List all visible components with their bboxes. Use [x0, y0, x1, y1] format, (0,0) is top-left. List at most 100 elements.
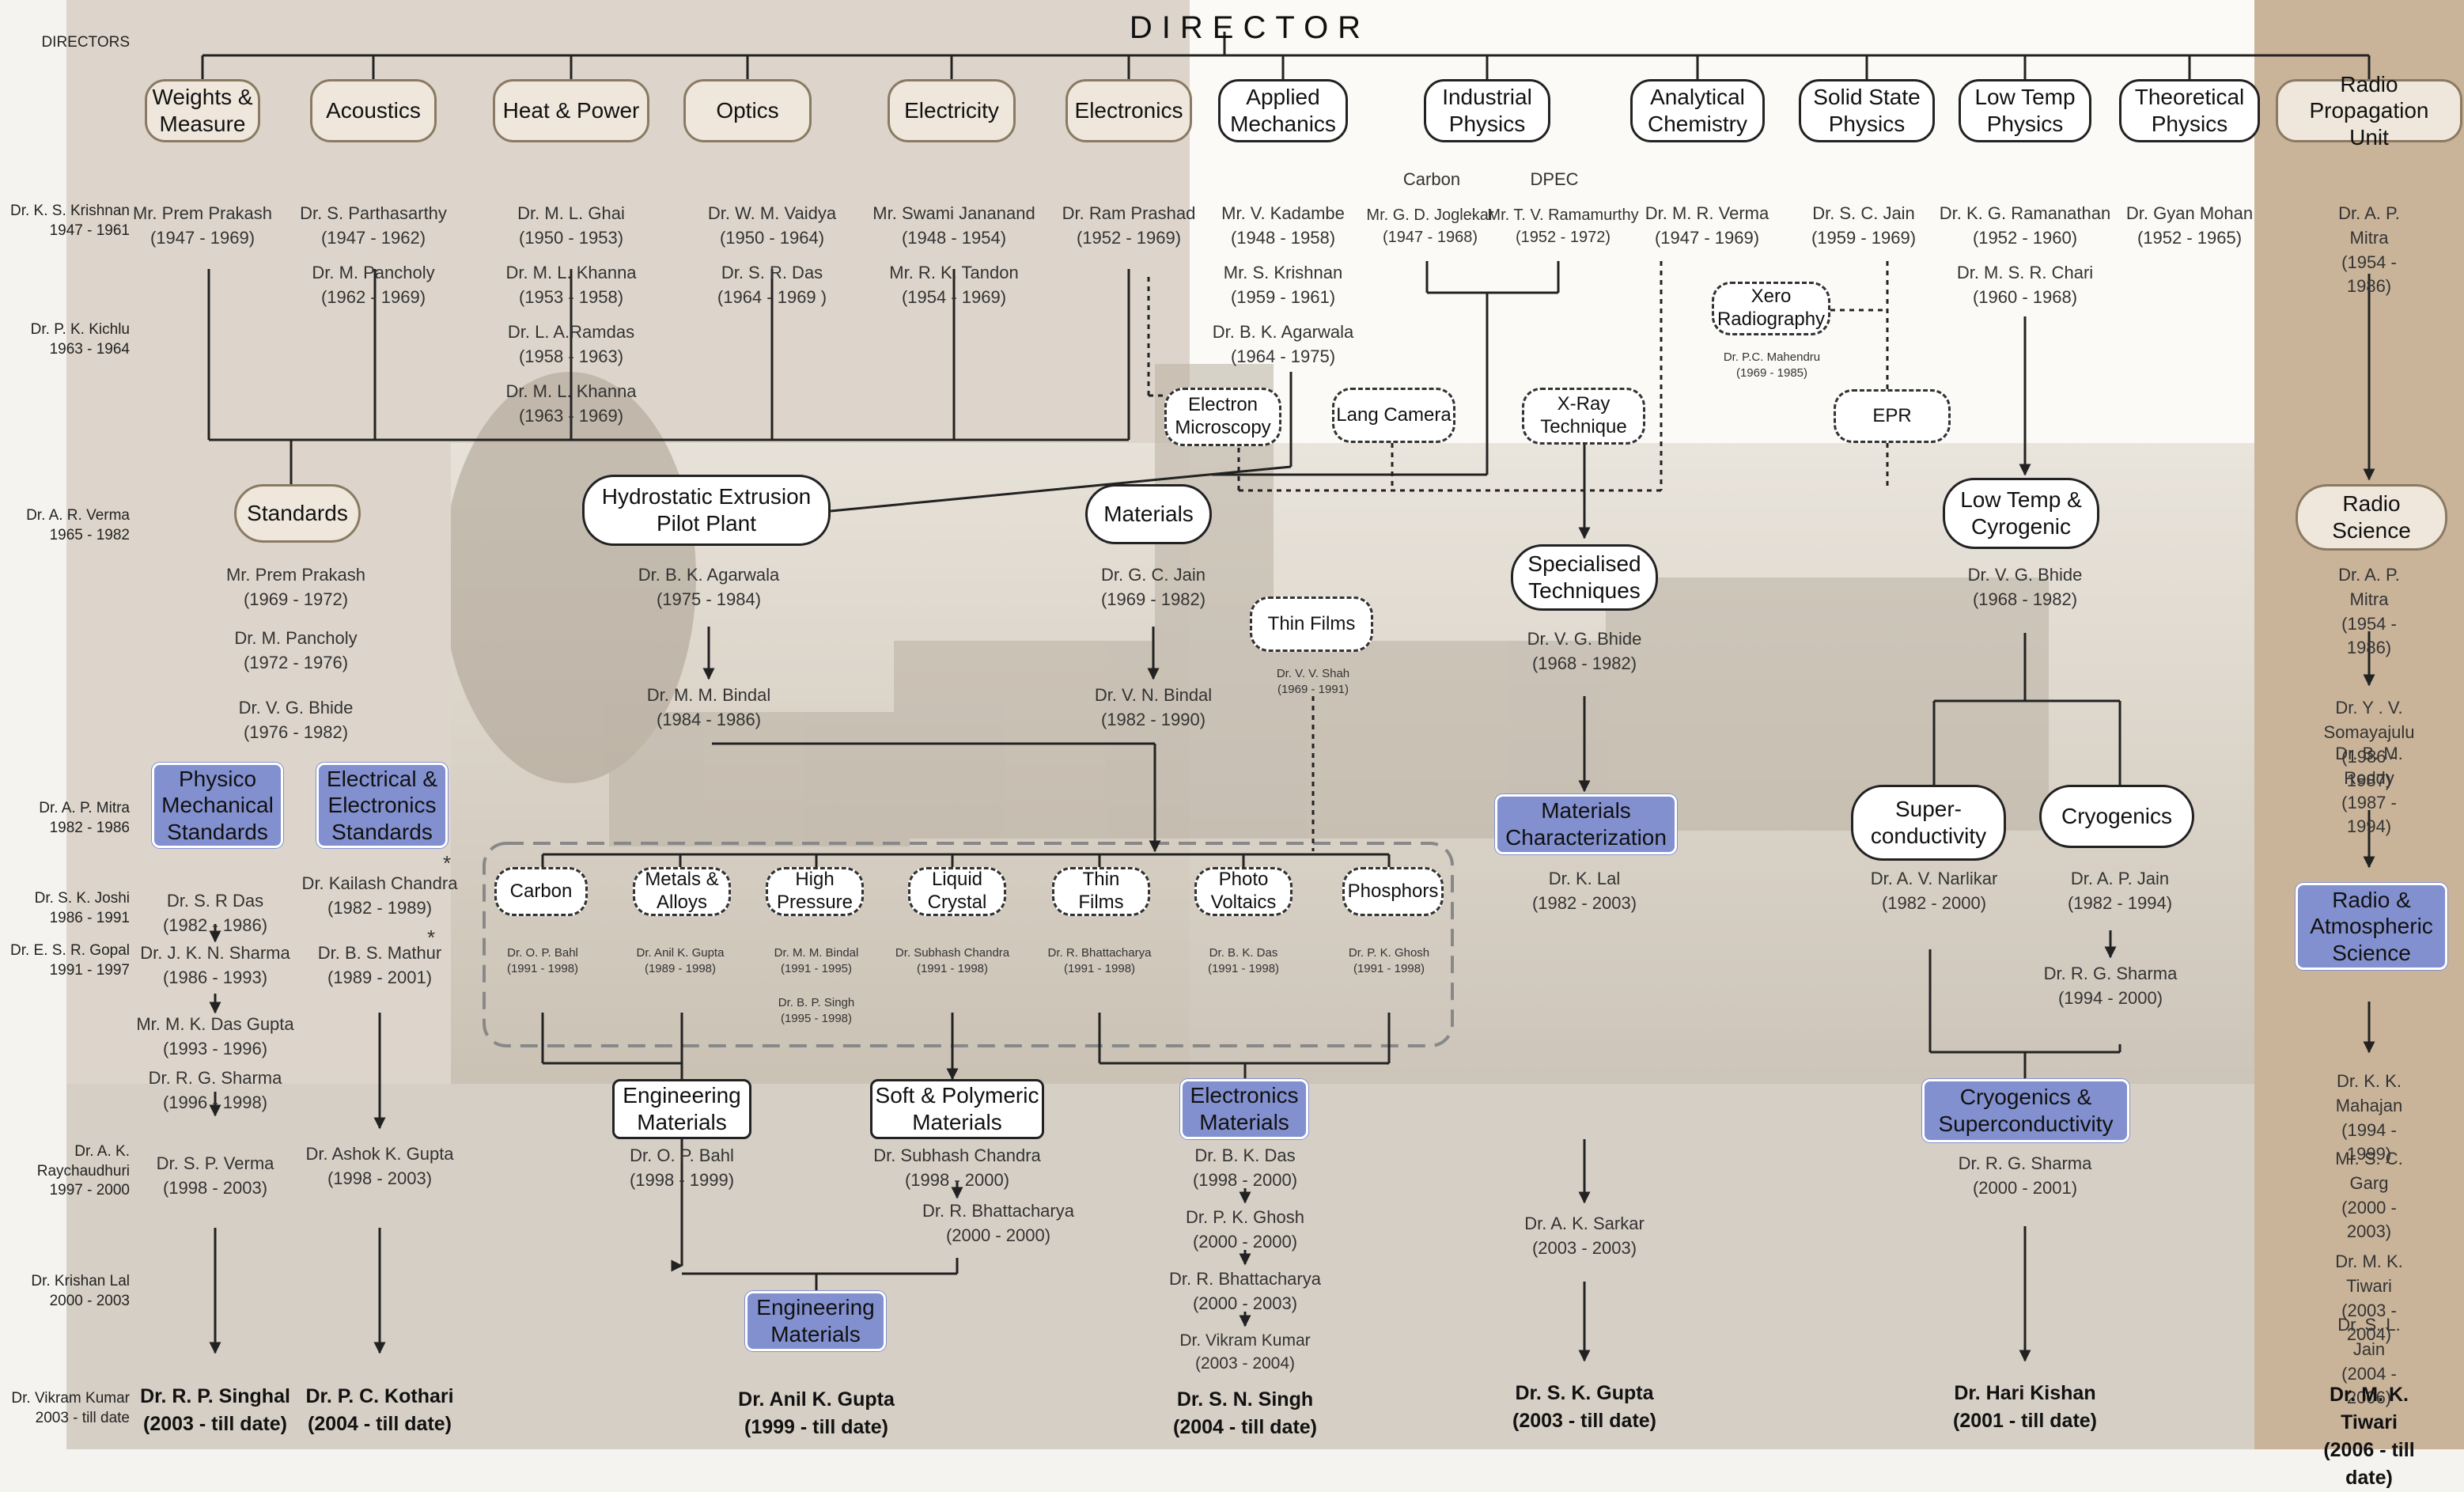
head-1982: Dr. B. S. Mathur (1989 - 2001) — [317, 943, 442, 987]
lower-band-background — [66, 1084, 2258, 1449]
right-band-background — [2254, 0, 2464, 1449]
head-1982: Mr. M. K. Das Gupta (1993 - 1996) — [136, 1014, 294, 1058]
head-1947: Dr. Ram Prashad (1952 - 1969) — [1062, 203, 1196, 248]
sub-group-box: Carbon — [494, 867, 588, 916]
group-box: Cryogenics & Superconductivity — [1922, 1079, 2129, 1142]
top-unit-box: Analytical Chemistry — [1630, 79, 1765, 142]
head-1947: Mr. G. D. Joglekar (1947 - 1968) — [1366, 206, 1494, 246]
head-1947: Dr. B. K. Agarwala (1964 - 1975) — [1212, 322, 1354, 366]
top-unit-box: Radio Propagation Unit — [2276, 72, 2462, 150]
head-1947: Mr. Swami Jananand (1948 - 1954) — [872, 203, 1035, 248]
top-unit-box: Acoustics — [310, 79, 437, 142]
sub-group-box: Phosphors — [1342, 867, 1444, 916]
head-1998: Dr. R. Bhattacharya (2000 - 2000) — [922, 1201, 1074, 1245]
current-head: Dr. Hari Kishan (2001 - till date) — [1953, 1382, 2097, 1432]
head-1982: Dr. J. K. N. Sharma (1986 - 1993) — [140, 943, 290, 987]
head-1947: Dr. S. Parthasarthy (1947 - 1962) — [300, 203, 447, 248]
head-1947: Mr. S. Krishnan (1959 - 1961) — [1223, 263, 1343, 307]
footnote-mark: * — [443, 851, 452, 875]
group-box: Specialised Techniques — [1511, 544, 1658, 611]
director-title: DIRECTOR — [1129, 10, 1371, 45]
head-1947: Dr. M. L. Khanna (1953 - 1958) — [505, 263, 637, 307]
head-1982-small: Dr. P. K. Ghosh (1991 - 1998) — [1348, 946, 1430, 976]
connector-lines — [201, 32, 2375, 1362]
head-1982: Mr. S. C. Garg (2000 - 2003) — [2335, 1149, 2403, 1242]
top-unit-box: Electronics — [1065, 79, 1192, 142]
connector-line — [830, 465, 1292, 513]
group-box: Radio & Atmospheric Science — [2296, 883, 2447, 970]
group-box: Xero Radiography — [1712, 282, 1830, 335]
head-1947-small: Dr. P.C. Mahendru (1969 - 1985) — [1723, 350, 1821, 381]
head-1965: Mr. Prem Prakash (1969 - 1972) — [225, 565, 366, 609]
head-1998: Dr. R. Bhattacharya (2000 - 2003) — [1169, 1269, 1321, 1313]
top-unit-box: Theoretical Physics — [2119, 79, 2260, 142]
head-1965: Dr. G. C. Jain (1969 - 1982) — [1100, 565, 1206, 609]
head-1982: Dr. K. K. Mahajan (1994 - 1999) — [2335, 1071, 2403, 1164]
director-entry: Dr. A. P. Mitra 1982 - 1986 — [39, 800, 130, 836]
head-1998: Dr. A. K. Sarkar (2003 - 2003) — [1524, 1214, 1645, 1258]
head-1965: Dr. B. M. Reddy (1987 - 1994) — [2335, 744, 2403, 837]
group-box: X-Ray Technique — [1522, 388, 1645, 445]
head-1947: Dr. K. G. Ramanathan (1952 - 1960) — [1939, 203, 2111, 248]
head-1982: Dr. S. L. Jain (2004 - 2006) — [2337, 1315, 2401, 1408]
head-1947: Dr. W. M. Vaidya (1950 - 1964) — [707, 203, 837, 248]
group-box: Physico Mechanical Standards — [152, 763, 283, 848]
group-box: Standards — [234, 484, 361, 543]
head-1998: Dr. Vikram Kumar (2003 - 2004) — [1179, 1331, 1311, 1373]
head-1947: Mr. V. Kadambe (1948 - 1958) — [1221, 203, 1345, 248]
head-1947: Dr. S. R. Das (1964 - 1969 ) — [717, 263, 827, 307]
head-1965: Dr. Y . V. Somayajulu (1986 - 1987) — [2323, 698, 2415, 791]
head-1982-small: Dr. B. P. Singh (1995 - 1998) — [778, 996, 855, 1026]
head-1982: Dr. R. G. Sharma (1996 - 1998) — [148, 1068, 282, 1112]
head-1965: Dr. V. V. Shah (1969 - 1991) — [1276, 667, 1350, 697]
head-1982: Dr. S. P. Verma (1998 - 2003) — [156, 1153, 274, 1198]
top-unit-box: Industrial Physics — [1424, 79, 1550, 142]
sub-group-box: Metals & Alloys — [633, 867, 731, 916]
industrial-sub-dpec: DPEC — [1530, 169, 1579, 189]
group-box: Thin Films — [1250, 596, 1373, 652]
current-head: Dr. Anil K. Gupta (1999 - till date) — [738, 1388, 895, 1438]
head-1982: Dr. R. G. Sharma (1994 - 2000) — [2043, 964, 2178, 1008]
head-1982: Dr. K. Lal (1982 - 2003) — [1531, 869, 1637, 913]
center-white-background — [1190, 0, 2258, 443]
head-1947: Dr. L. A.Ramdas (1958 - 1963) — [507, 322, 635, 366]
head-1947: Dr. M. L. Khanna (1963 - 1969) — [505, 381, 637, 426]
head-1965: Dr. V. G. Bhide (1976 - 1982) — [238, 698, 354, 742]
group-box: Electrical & Electronics Standards — [316, 763, 448, 848]
head-1998: Dr. P. K. Ghosh (2000 - 2000) — [1185, 1207, 1305, 1252]
head-1965: Dr. V. N. Bindal (1982 - 1990) — [1094, 685, 1213, 729]
head-1982-small: Dr. M. M. Bindal (1991 - 1995) — [774, 946, 859, 976]
industrial-sub-carbon: Carbon — [1402, 169, 1461, 189]
group-box: Electron Microscopy — [1164, 388, 1281, 446]
building-photo-silhouette — [451, 364, 2049, 846]
head-1965: Dr. A. P. Mitra (1954 - 1986) — [2338, 565, 2400, 658]
sub-group-box: High Pressure — [766, 867, 864, 916]
sub-group-box: Thin Films — [1052, 867, 1150, 916]
head-1998: Dr. O. P. Bahl (1998 - 1999) — [629, 1146, 735, 1190]
head-1982-small: Dr. Subhash Chandra (1991 - 1998) — [895, 946, 1010, 976]
director-entry: Dr. Krishan Lal 2000 - 2003 — [31, 1273, 130, 1309]
top-unit-box: Solid State Physics — [1799, 79, 1935, 142]
group-box: Materials Characterization — [1495, 794, 1677, 854]
current-head: Dr. R. P. Singhal (2003 - till date) — [140, 1385, 290, 1435]
group-box: Materials — [1085, 484, 1212, 544]
group-box: Engineering Materials — [612, 1079, 751, 1139]
head-1947: Dr. A. P. Mitra (1954 - 1986) — [2338, 203, 2400, 297]
group-box: Low Temp & Cyrogenic — [1943, 478, 2099, 549]
head-1982: Dr. S. R Das (1982 - 1986) — [162, 891, 268, 935]
head-1947: Mr. R. K. Tandon (1954 - 1969) — [889, 263, 1019, 307]
top-unit-box: Electricity — [888, 79, 1016, 142]
top-unit-box: Applied Mechanics — [1218, 79, 1348, 142]
sub-group-box: Liquid Crystal — [908, 867, 1006, 916]
directors-header: DIRECTORS — [41, 34, 130, 51]
current-head: Dr. P. C. Kothari (2004 - till date) — [305, 1385, 454, 1435]
head-1982-small: Dr. O. P. Bahl (1991 - 1998) — [506, 946, 579, 976]
director-entry: Dr. A. K. Raychaudhuri 1997 - 2000 — [36, 1143, 130, 1199]
head-1965: Dr. M. Pancholy (1972 - 1976) — [234, 628, 358, 672]
director-entry: Dr. A. R. Verma 1965 - 1982 — [26, 507, 130, 543]
footnote-mark: * — [427, 926, 436, 949]
group-box: EPR — [1834, 389, 1951, 443]
head-1947: Dr. S. C. Jain (1959 - 1969) — [1811, 203, 1917, 248]
head-1947: Mr. T. V. Ramamurthy (1952 - 1972) — [1487, 206, 1639, 246]
